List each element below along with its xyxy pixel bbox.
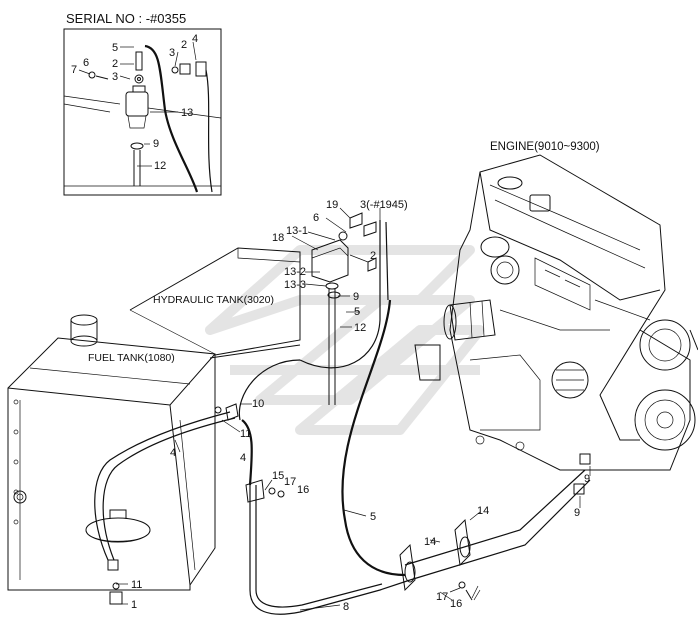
callout: 18 <box>272 232 284 244</box>
callout: 2 <box>181 39 187 51</box>
callout: 11 <box>131 579 142 591</box>
callout: 14 <box>477 505 489 517</box>
callout: 17 <box>284 476 296 488</box>
hydraulic-tank: HYDRAULIC TANK(3020) <box>129 247 301 359</box>
callout: 14 <box>424 536 436 548</box>
callout: 13-3 <box>284 279 306 291</box>
hose-routing <box>94 299 591 615</box>
callout: 6 <box>313 212 319 224</box>
hydraulic-tank-label: HYDRAULIC TANK(3020) <box>153 294 274 306</box>
callout: 13 <box>181 107 193 119</box>
callout: 4 <box>170 447 176 459</box>
callout: 9 <box>153 138 159 150</box>
callout: 17 <box>436 591 448 603</box>
part-3-variant-label: 3(-#1945) <box>360 199 408 211</box>
inset-serial-box: SERIAL NO : -#0355 5 <box>63 11 222 196</box>
callout: 13-1 <box>286 225 308 237</box>
callout: 1 <box>131 599 137 611</box>
engine-label: ENGINE(9010~9300) <box>490 141 600 153</box>
callout: 10 <box>252 398 264 410</box>
callout: 12 <box>154 160 166 172</box>
callout: 2 <box>112 58 118 70</box>
fuel-tank: FUEL TANK(1080) <box>7 314 216 591</box>
callout: 19 <box>326 199 338 211</box>
fuel-filter-assembly <box>299 212 389 405</box>
callout: 6 <box>83 57 89 69</box>
callout: 3 <box>112 71 118 83</box>
callout: 4 <box>240 452 246 464</box>
callout: 5 <box>370 511 376 523</box>
callout: 8 <box>343 601 349 613</box>
callout: 5 <box>354 306 360 318</box>
watermark-logo <box>205 245 485 435</box>
callout: 16 <box>450 598 462 610</box>
callout: 3 <box>169 47 175 59</box>
callout: 13-2 <box>284 266 306 278</box>
fuel-tank-label: FUEL TANK(1080) <box>88 352 175 364</box>
leader-lines <box>116 207 591 611</box>
callout: 12 <box>354 322 366 334</box>
callout: 4 <box>192 33 198 45</box>
serial-caption: SERIAL NO : -#0355 <box>66 11 186 26</box>
callout: 15 <box>272 470 284 482</box>
callout: 9 <box>584 473 590 485</box>
callout: 16 <box>297 484 309 496</box>
callout: 7 <box>71 64 77 76</box>
callout: 5 <box>112 42 118 54</box>
callout: 9 <box>574 507 580 519</box>
callout: 9 <box>353 291 359 303</box>
engine: ENGINE(9010~9300) <box>414 141 698 471</box>
callout: 2 <box>370 250 376 262</box>
callout: 11 <box>240 428 251 440</box>
